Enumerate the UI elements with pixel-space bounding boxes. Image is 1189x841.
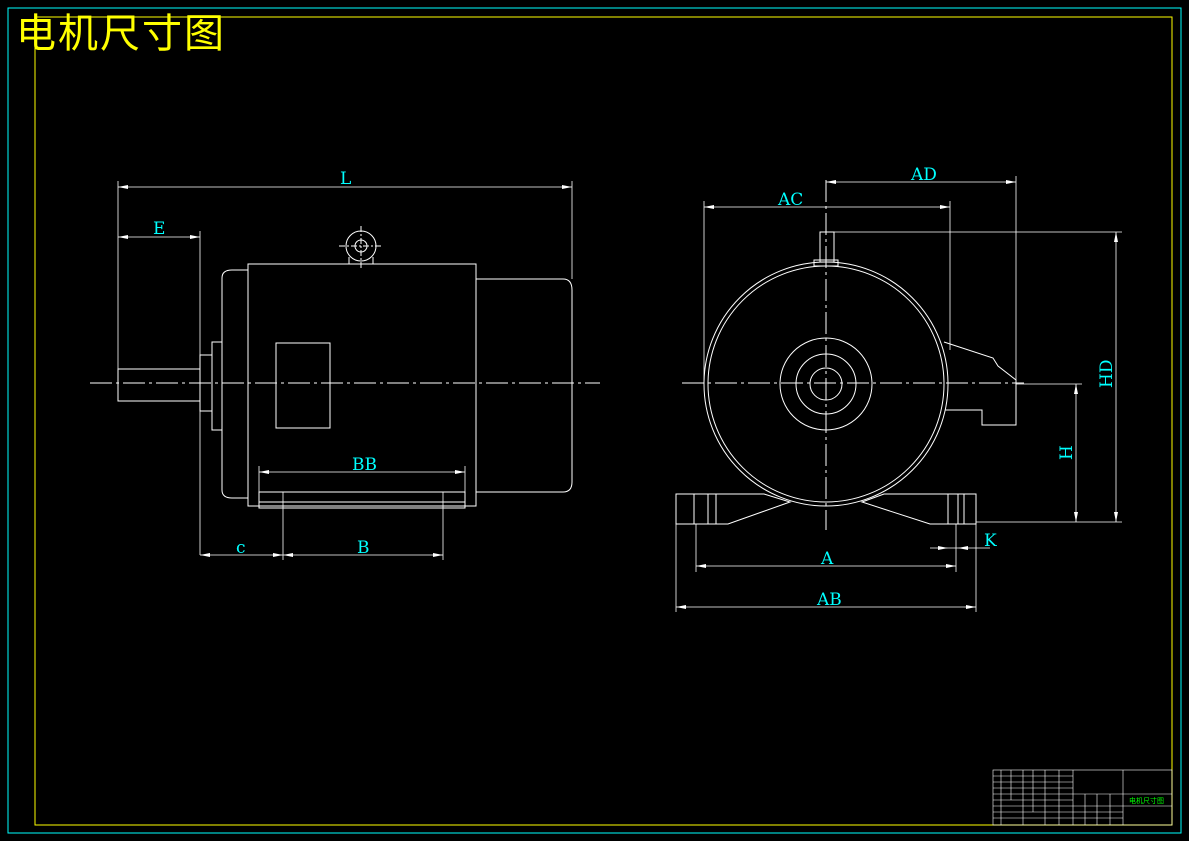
dim-label-c: c xyxy=(236,538,246,558)
front-dimensions xyxy=(675,176,1122,612)
dim-label-HD: HD xyxy=(1097,360,1117,388)
dim-label-L: L xyxy=(340,169,351,189)
terminal-box-plate xyxy=(275,342,331,429)
dim-label-K: K xyxy=(984,531,997,551)
shaft xyxy=(117,368,201,402)
outer-frame xyxy=(7,7,1182,834)
side-dimensions xyxy=(117,181,573,560)
drawing-title: 电机尺寸图 xyxy=(16,11,226,57)
terminal-box xyxy=(943,341,1017,426)
motor-body xyxy=(247,263,477,507)
title-block-drawing-name: 电机尺寸图 xyxy=(1129,796,1164,805)
dim-label-B: B xyxy=(357,538,370,558)
dim-label-AC: AC xyxy=(777,190,803,210)
title-block xyxy=(992,769,1173,826)
dim-label-E: E xyxy=(153,219,165,239)
side-view xyxy=(90,226,600,509)
foot xyxy=(258,491,466,509)
dim-label-AB: AB xyxy=(816,590,842,610)
dim-label-H: H xyxy=(1057,445,1077,460)
dim-label-A: A xyxy=(820,549,834,569)
dim-label-AD: AD xyxy=(910,165,937,185)
dim-label-BB: BB xyxy=(352,455,377,475)
front-view xyxy=(675,180,1024,530)
fan-cowl xyxy=(476,278,573,493)
inner-frame xyxy=(34,16,1173,826)
hub-circle xyxy=(779,337,873,431)
